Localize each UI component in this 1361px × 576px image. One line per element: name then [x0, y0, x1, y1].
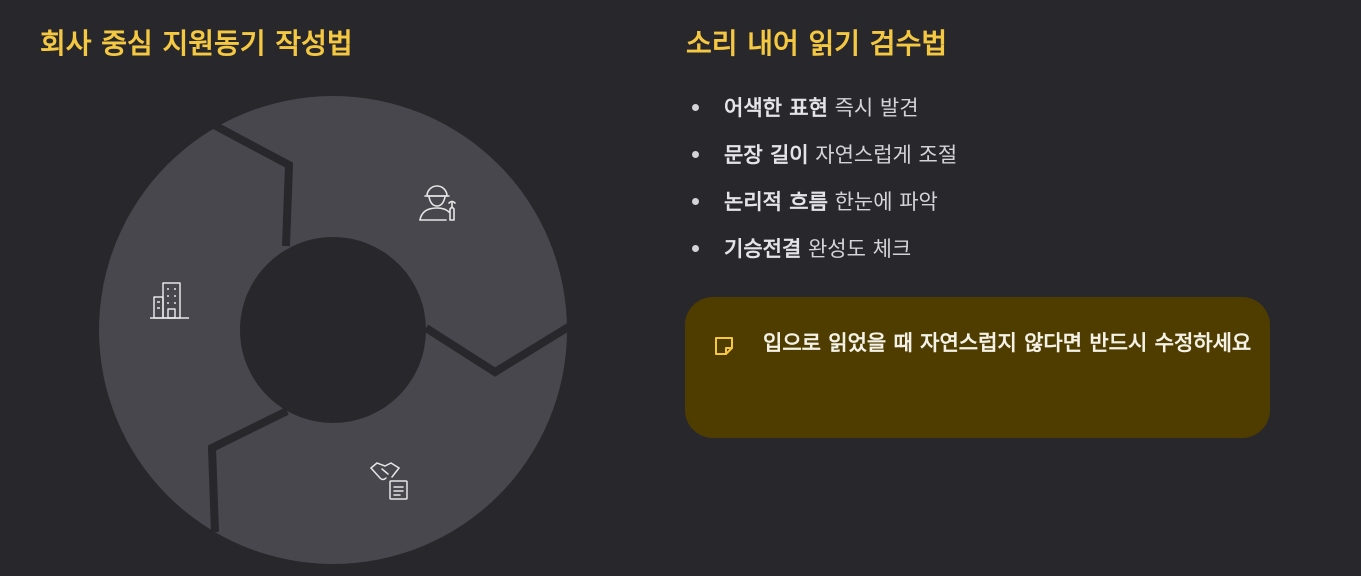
bullet-icon — [692, 198, 699, 205]
tip-rest: 완성도 체크 — [801, 237, 912, 261]
handshake-document-icon — [370, 462, 408, 500]
tip-strong: 문장 길이 — [724, 143, 809, 167]
building-icon — [150, 282, 189, 319]
tip-strong: 기승전결 — [724, 237, 802, 261]
list-item: 논리적 흐름 한눈에 파악 — [692, 186, 957, 233]
sticky-note-icon — [715, 337, 733, 355]
right-section-title: 소리 내어 읽기 검수법 — [686, 27, 948, 60]
tip-rest: 즉시 발견 — [827, 96, 919, 120]
callout-note: 입으로 읽었을 때 자연스럽지 않다면 반드시 수정하세요 — [685, 297, 1270, 438]
tips-list: 어색한 표현 즉시 발견 문장 길이 자연스럽게 조절 논리적 흐름 한눈에 파… — [692, 92, 957, 280]
worker-icon — [419, 185, 456, 221]
cycle-center — [240, 237, 426, 423]
callout-note-text: 입으로 읽었을 때 자연스럽지 않다면 반드시 수정하세요 — [763, 331, 1252, 355]
left-section-title: 회사 중심 지원동기 작성법 — [40, 27, 353, 60]
bullet-icon — [692, 245, 699, 252]
tip-strong: 어색한 표현 — [724, 96, 828, 120]
tip-rest: 자연스럽게 조절 — [808, 143, 958, 167]
bullet-icon — [692, 151, 699, 158]
list-item: 문장 길이 자연스럽게 조절 — [692, 139, 957, 186]
cycle-diagram — [99, 96, 573, 564]
segment-divider-bottom — [207, 407, 289, 533]
list-item: 어색한 표현 즉시 발견 — [692, 92, 957, 139]
tip-strong: 논리적 흐름 — [724, 190, 828, 214]
segment-divider-top — [210, 120, 294, 247]
bullet-icon — [692, 104, 699, 111]
tip-rest: 한눈에 파악 — [827, 190, 938, 214]
segment-divider-right — [423, 322, 573, 377]
list-item: 기승전결 완성도 체크 — [692, 233, 957, 280]
